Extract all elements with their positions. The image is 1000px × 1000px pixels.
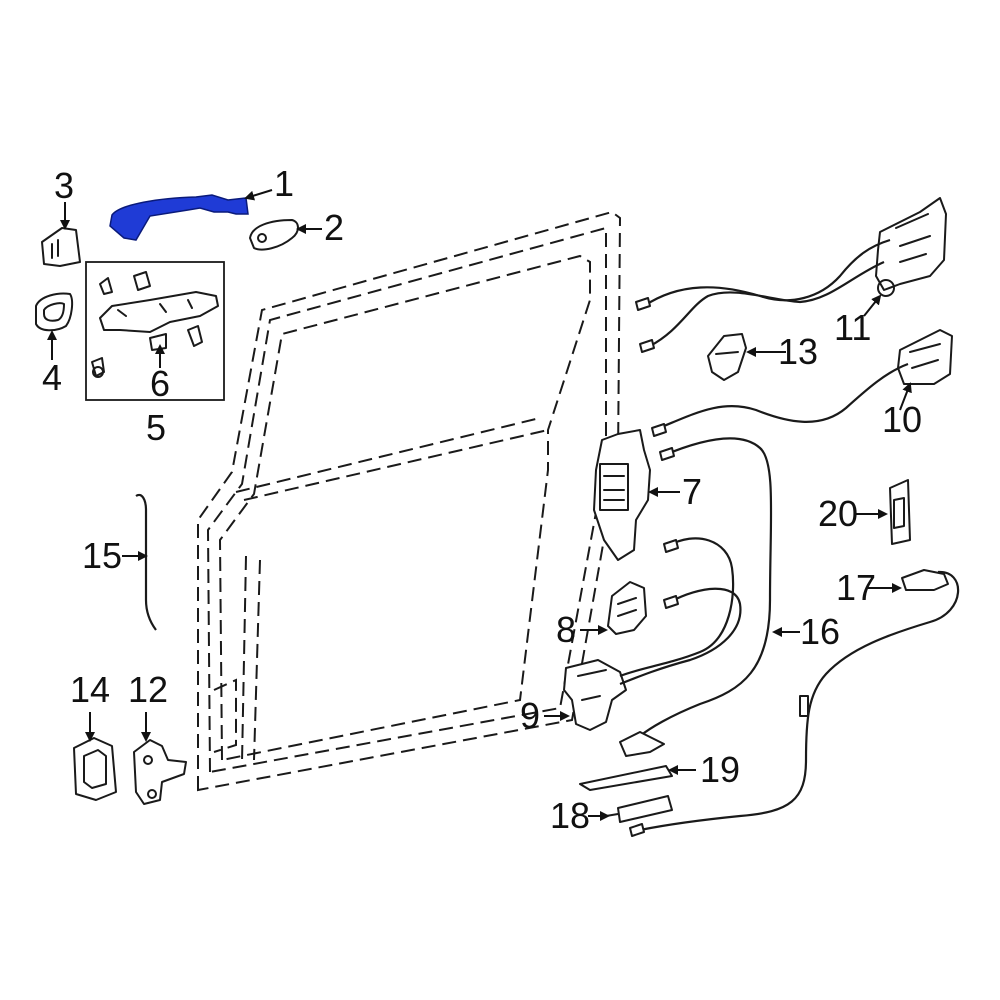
callout-5[interactable]: 5 (146, 407, 166, 448)
callout-15[interactable]: 15 (82, 535, 122, 576)
lock-cables (619, 238, 960, 837)
part-12-door-striker[interactable] (133, 739, 187, 805)
part-8-lock-bracket[interactable] (607, 581, 647, 635)
callout-2[interactable]: 2 (324, 207, 344, 248)
part-13-latch-bracket[interactable] (707, 333, 747, 381)
part-7-door-lock-actuator[interactable] (593, 429, 651, 561)
callout-10[interactable]: 10 (882, 399, 922, 440)
callout-3[interactable]: 3 (54, 165, 74, 206)
callout-20[interactable]: 20 (818, 493, 858, 534)
callout-18[interactable]: 18 (550, 795, 590, 836)
callout-16[interactable]: 16 (800, 611, 840, 652)
part-9-door-latch[interactable] (563, 659, 627, 731)
callout-17[interactable]: 17 (836, 567, 876, 608)
callout-9[interactable]: 9 (520, 695, 540, 736)
part-15-lock-rod[interactable] (135, 493, 157, 631)
callout-1[interactable]: 1 (274, 163, 294, 204)
part-4-handle-gasket[interactable] (35, 292, 74, 332)
part-17-release-cable-end[interactable] (901, 569, 949, 591)
part-11-rear-door-latch[interactable] (875, 197, 947, 297)
callout-numbers: 1 2 3 4 5 6 7 8 9 10 11 12 13 14 15 16 1… (42, 163, 922, 836)
part-10-front-latch[interactable] (897, 329, 953, 385)
sliding-door-outline (197, 210, 622, 792)
callout-4[interactable]: 4 (42, 357, 62, 398)
part-1-outside-door-handle[interactable] (109, 194, 249, 241)
callout-leaders (47, 189, 912, 821)
callout-6[interactable]: 6 (150, 363, 170, 404)
callout-8[interactable]: 8 (556, 609, 576, 650)
part-19-inner-handle-bezel[interactable] (579, 765, 673, 791)
callout-12[interactable]: 12 (128, 669, 168, 710)
part-3-key-cylinder-cap[interactable] (41, 227, 81, 267)
callout-11[interactable]: 11 (834, 307, 871, 348)
part-20-rear-striker[interactable] (889, 479, 911, 545)
callout-7[interactable]: 7 (682, 471, 702, 512)
callout-13[interactable]: 13 (778, 331, 818, 372)
part-2-handle-cover[interactable] (249, 219, 299, 251)
callout-14[interactable]: 14 (70, 669, 110, 710)
part-14-lock-pad[interactable] (73, 737, 117, 801)
part-5-handle-bracket-kit[interactable] (85, 261, 225, 401)
callout-19[interactable]: 19 (700, 749, 740, 790)
part-18-inner-handle[interactable] (605, 795, 673, 823)
